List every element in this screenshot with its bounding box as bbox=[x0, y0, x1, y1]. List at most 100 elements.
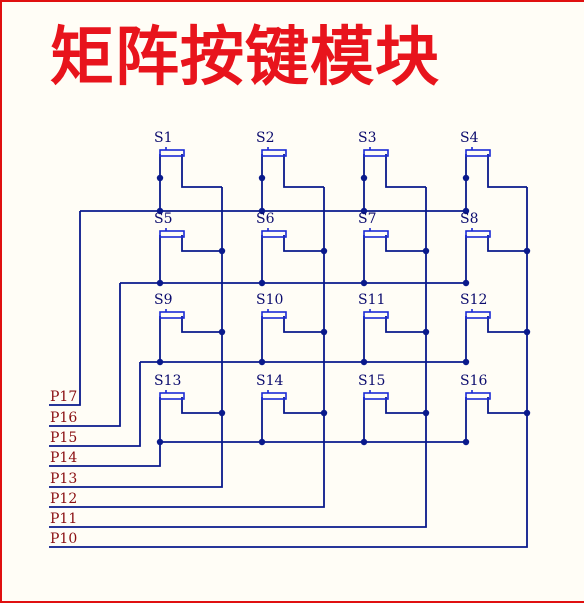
junction-node bbox=[462, 358, 470, 366]
switch-label: S9 bbox=[154, 292, 173, 308]
switch-body bbox=[465, 149, 491, 157]
junction-node bbox=[320, 409, 328, 417]
push-button-switch: S15 bbox=[358, 373, 389, 400]
junction-node bbox=[218, 247, 226, 255]
junction-node bbox=[360, 279, 368, 287]
switch-body bbox=[159, 392, 185, 400]
push-button-switch: S16 bbox=[460, 373, 491, 400]
switch-body bbox=[261, 149, 287, 157]
switch-body bbox=[159, 149, 185, 157]
junction-node bbox=[218, 328, 226, 336]
push-button-switch: S13 bbox=[154, 373, 185, 400]
switch-column-wire bbox=[487, 316, 527, 333]
switch-body bbox=[159, 311, 185, 319]
junction-node bbox=[156, 358, 164, 366]
junction-node bbox=[523, 328, 531, 336]
switch-column-wire bbox=[283, 235, 324, 252]
junction-node bbox=[360, 174, 368, 182]
port-label: P16 bbox=[50, 410, 77, 426]
switch-column-wire bbox=[283, 397, 324, 414]
switch-label: S7 bbox=[358, 211, 377, 227]
junction-node bbox=[258, 358, 266, 366]
push-button-switch: S5 bbox=[154, 211, 185, 238]
switch-body bbox=[363, 230, 389, 238]
push-button-switch: S1 bbox=[154, 130, 185, 157]
switch-column-wire bbox=[385, 154, 426, 188]
push-button-switch: S10 bbox=[256, 292, 287, 319]
switch-label: S14 bbox=[256, 373, 283, 389]
switch-body bbox=[465, 311, 491, 319]
port-label: P13 bbox=[50, 471, 77, 487]
switch-column-wire bbox=[283, 316, 324, 333]
switch-label: S13 bbox=[154, 373, 181, 389]
push-button-switch: S4 bbox=[460, 130, 491, 157]
switch-column-wire bbox=[283, 154, 324, 188]
junction-node bbox=[523, 247, 531, 255]
junction-node bbox=[523, 409, 531, 417]
junction-node bbox=[422, 328, 430, 336]
push-button-switch: S7 bbox=[358, 211, 389, 238]
push-button-switch: S6 bbox=[256, 211, 287, 238]
switch-label: S16 bbox=[460, 373, 487, 389]
port-label: P14 bbox=[50, 450, 77, 466]
junction-node bbox=[320, 247, 328, 255]
switch-body bbox=[159, 230, 185, 238]
wires bbox=[49, 154, 531, 548]
switch-column-wire bbox=[181, 154, 222, 188]
junction-node bbox=[320, 328, 328, 336]
switch-body bbox=[261, 230, 287, 238]
switch-label: S15 bbox=[358, 373, 385, 389]
switch-column-wire bbox=[487, 397, 527, 414]
switch-label: S4 bbox=[460, 130, 479, 146]
push-button-switch: S9 bbox=[154, 292, 185, 319]
junction-node bbox=[360, 358, 368, 366]
junction-node bbox=[156, 207, 164, 215]
push-button-switch: S12 bbox=[460, 292, 491, 319]
switch-label: S11 bbox=[358, 292, 385, 308]
column-port-wire bbox=[49, 187, 223, 488]
switch-label: S3 bbox=[358, 130, 377, 146]
junction-node bbox=[462, 438, 470, 446]
push-button-switch: S8 bbox=[460, 211, 491, 238]
junction-node bbox=[360, 207, 368, 215]
push-button-switch: S11 bbox=[358, 292, 389, 319]
port-label: P15 bbox=[50, 430, 77, 446]
switch-body bbox=[363, 392, 389, 400]
junction-node bbox=[258, 438, 266, 446]
schematic-title: 矩阵按键模块 bbox=[50, 20, 440, 95]
switch-body bbox=[261, 311, 287, 319]
junction-node bbox=[156, 279, 164, 287]
port-label: P17 bbox=[50, 389, 77, 405]
junction-node bbox=[462, 207, 470, 215]
switch-body bbox=[465, 392, 491, 400]
row-port-wire bbox=[49, 362, 141, 447]
port-label: P12 bbox=[50, 491, 77, 507]
junction-node bbox=[218, 409, 226, 417]
switch-column-wire bbox=[385, 397, 426, 414]
push-button-switch: S14 bbox=[256, 373, 287, 400]
switch-label: S10 bbox=[256, 292, 283, 308]
junction-node bbox=[258, 279, 266, 287]
switch-label: S8 bbox=[460, 211, 479, 227]
junction-node bbox=[156, 174, 164, 182]
row-port-wire bbox=[49, 283, 121, 427]
switch-label: S12 bbox=[460, 292, 487, 308]
junction-node bbox=[422, 247, 430, 255]
column-port-wire bbox=[49, 187, 528, 548]
column-port-wire bbox=[49, 187, 325, 508]
push-button-switch: S3 bbox=[358, 130, 389, 157]
row-port-wire bbox=[49, 442, 161, 467]
junction-node bbox=[462, 174, 470, 182]
push-button-switch: S2 bbox=[256, 130, 287, 157]
switch-label: S6 bbox=[256, 211, 275, 227]
switch-column-wire bbox=[487, 235, 527, 252]
junction-node bbox=[422, 409, 430, 417]
switch-column-wire bbox=[181, 397, 222, 414]
port-label: P11 bbox=[50, 511, 77, 527]
junction-node bbox=[462, 279, 470, 287]
switch-body bbox=[261, 392, 287, 400]
